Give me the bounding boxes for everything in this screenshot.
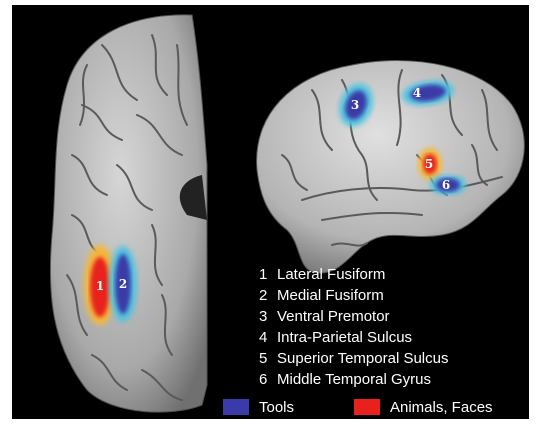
region-6-middle-temporal-gyrus: 6	[430, 175, 466, 195]
animals-faces-swatch	[354, 399, 380, 415]
tools-swatch	[223, 399, 249, 415]
region-label-4: 4	[413, 86, 421, 100]
lateral-brain-view	[257, 61, 525, 274]
key-tools: Tools	[223, 398, 294, 416]
region-2-medial-fusiform: 2	[109, 246, 137, 322]
region-label-6: 6	[442, 178, 450, 192]
key-animals-faces: Animals, Faces	[354, 398, 493, 416]
region-5-superior-temporal-sulcus: 5	[418, 148, 442, 180]
region-label-2: 2	[119, 277, 127, 291]
ventral-brain-view	[50, 15, 207, 412]
animals-faces-label: Animals, Faces	[390, 399, 493, 416]
region-label-3: 3	[351, 98, 359, 112]
brain-figure: 1 2 3 4 5	[12, 5, 529, 419]
region-label-5: 5	[425, 157, 433, 171]
region-label-1: 1	[96, 279, 104, 293]
tools-label: Tools	[259, 399, 294, 416]
